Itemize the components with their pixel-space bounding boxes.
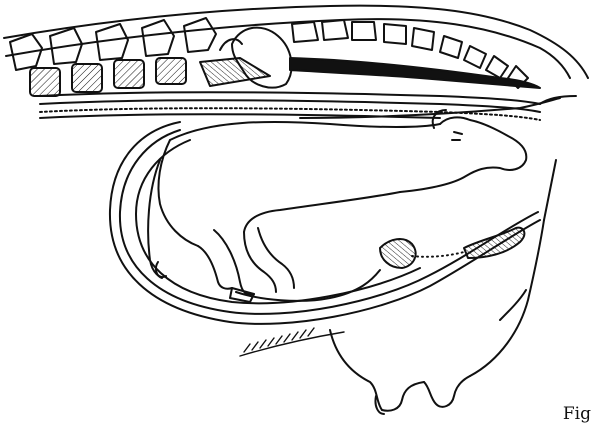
- rump-outline: [500, 96, 576, 320]
- figure-caption-fragment: Fig: [563, 404, 591, 424]
- calf-fetus: [148, 110, 526, 302]
- uterus: [110, 98, 560, 324]
- spinal-column: [4, 6, 588, 96]
- fascia-bands: [40, 92, 540, 120]
- belly-hatching: [240, 328, 344, 356]
- abdomen-udder: [330, 220, 544, 414]
